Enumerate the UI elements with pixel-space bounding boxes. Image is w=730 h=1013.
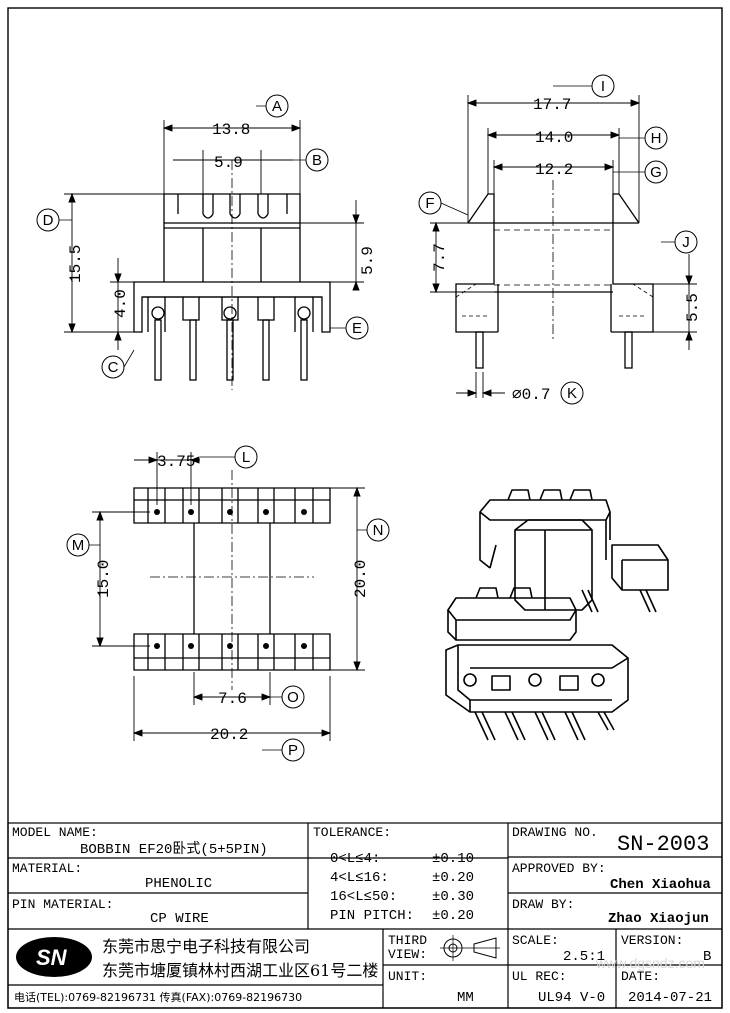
- dim-o: 7.6: [218, 690, 247, 708]
- third-view-label-1: THIRD: [388, 933, 427, 948]
- dim-i: 17.7: [533, 96, 571, 114]
- dim-a: 13.8: [212, 121, 250, 139]
- tolerance-value-2: ±0.20: [432, 870, 474, 886]
- tolerance-range-3: 16<L≤50:: [330, 889, 397, 905]
- tolerance-value-3: ±0.30: [432, 889, 474, 905]
- model-name-value: BOBBIN EF20卧式(5+5PIN): [80, 841, 268, 858]
- pin-material-value: CP WIRE: [150, 911, 209, 927]
- company-address: 东莞市塘厦镇林村西湖工业区61号二楼: [102, 961, 378, 980]
- drawing-no-label: DRAWING NO.: [512, 825, 598, 840]
- dim-j: 5.5: [684, 293, 702, 322]
- tolerance-range-4: PIN PITCH:: [330, 908, 414, 924]
- dim-g: 12.2: [535, 161, 573, 179]
- date-label: DATE:: [621, 969, 660, 984]
- company-logo-text: SN: [36, 945, 68, 970]
- bottom-view-pins: [154, 509, 307, 649]
- callout-f: F: [425, 195, 434, 212]
- callout-a: A: [272, 98, 282, 115]
- approved-by-label: APPROVED BY:: [512, 861, 606, 876]
- isometric-view: [445, 489, 669, 741]
- tolerance-range-2: 4<L≤16:: [330, 870, 389, 886]
- side-view: [455, 180, 654, 369]
- callout-d: D: [43, 212, 54, 229]
- company-logo: [16, 937, 92, 977]
- callout-p: P: [288, 742, 298, 759]
- bottom-view-dimensions: [92, 452, 365, 741]
- material-label: MATERIAL:: [12, 861, 82, 876]
- ul-rec-value: UL94 V-0: [538, 990, 605, 1006]
- version-label: VERSION:: [621, 933, 683, 948]
- callout-leaders: [59, 85, 675, 751]
- third-view-label-2: VIEW:: [388, 947, 427, 962]
- approved-by-value: Chen Xiaohua: [610, 877, 711, 893]
- front-view: [133, 160, 331, 390]
- material-value: PHENOLIC: [145, 876, 212, 892]
- callout-c: C: [108, 359, 119, 376]
- ul-rec-label: UL REC:: [512, 969, 567, 984]
- scale-value: 2.5:1: [563, 949, 605, 965]
- callout-b: B: [312, 152, 322, 169]
- dim-p: 20.2: [210, 726, 248, 744]
- tolerance-value-1: ±0.10: [432, 851, 474, 867]
- watermark: www.dgsndz.com: [595, 955, 705, 971]
- callout-k: K: [567, 385, 577, 402]
- dim-h: 14.0: [535, 129, 573, 147]
- callout-letters: A B C D E F G H I J K L M N O P: [43, 78, 690, 759]
- callout-n: N: [373, 522, 384, 539]
- callout-e: E: [352, 320, 362, 337]
- date-value: 2014-07-21: [628, 990, 712, 1006]
- callout-i: I: [601, 78, 605, 95]
- version-value: B: [703, 949, 711, 965]
- title-block: [7, 822, 723, 1009]
- draw-by-label: DRAW BY:: [512, 897, 574, 912]
- tolerance-label: TOLERANCE:: [313, 825, 391, 840]
- draw-by-value: Zhao Xiaojun: [608, 911, 709, 927]
- drawing-no-value: SN-2003: [617, 832, 709, 857]
- callout-h: H: [651, 130, 662, 147]
- front-view-dimensions: [64, 120, 364, 350]
- scale-label: SCALE:: [512, 933, 559, 948]
- callout-g: G: [650, 164, 662, 181]
- side-view-dimensions: [430, 95, 697, 398]
- callout-j: J: [682, 234, 690, 251]
- company-name: 东莞市思宁电子科技有限公司: [102, 937, 310, 956]
- dim-n: 20.0: [352, 560, 370, 598]
- model-name-label: MODEL NAME:: [12, 825, 98, 840]
- dim-d: 15.5: [67, 245, 85, 283]
- callout-m: M: [72, 537, 85, 554]
- dim-m: 15.0: [95, 560, 113, 598]
- dim-l: 3.75: [157, 453, 195, 471]
- bottom-view: [133, 470, 331, 690]
- dim-b: 5.9: [214, 154, 243, 172]
- callout-l: L: [242, 449, 250, 466]
- unit-label: UNIT:: [388, 969, 427, 984]
- dimension-values: 13.8 5.9 15.5 5.9 4.0 17.7 14.0 12.2 7.7…: [67, 96, 702, 744]
- title-block-text: MODEL NAME: BOBBIN EF20卧式(5+5PIN) MATERI…: [12, 825, 712, 1006]
- tolerance-range-1: 0<L≤4:: [330, 851, 380, 867]
- pin-material-label: PIN MATERIAL:: [12, 897, 113, 912]
- company-contact: 电话(TEL):0769-82196731 传真(FAX):0769-82196…: [14, 990, 302, 1004]
- callout-o: O: [287, 689, 299, 706]
- dim-e: 5.9: [359, 246, 377, 275]
- dim-c: 4.0: [112, 289, 130, 318]
- third-angle-projection-icon: [440, 935, 500, 961]
- dim-k: ⌀0.7: [512, 386, 550, 404]
- unit-value: MM: [457, 990, 474, 1006]
- tolerance-value-4: ±0.20: [432, 908, 474, 924]
- dim-f: 7.7: [431, 243, 449, 272]
